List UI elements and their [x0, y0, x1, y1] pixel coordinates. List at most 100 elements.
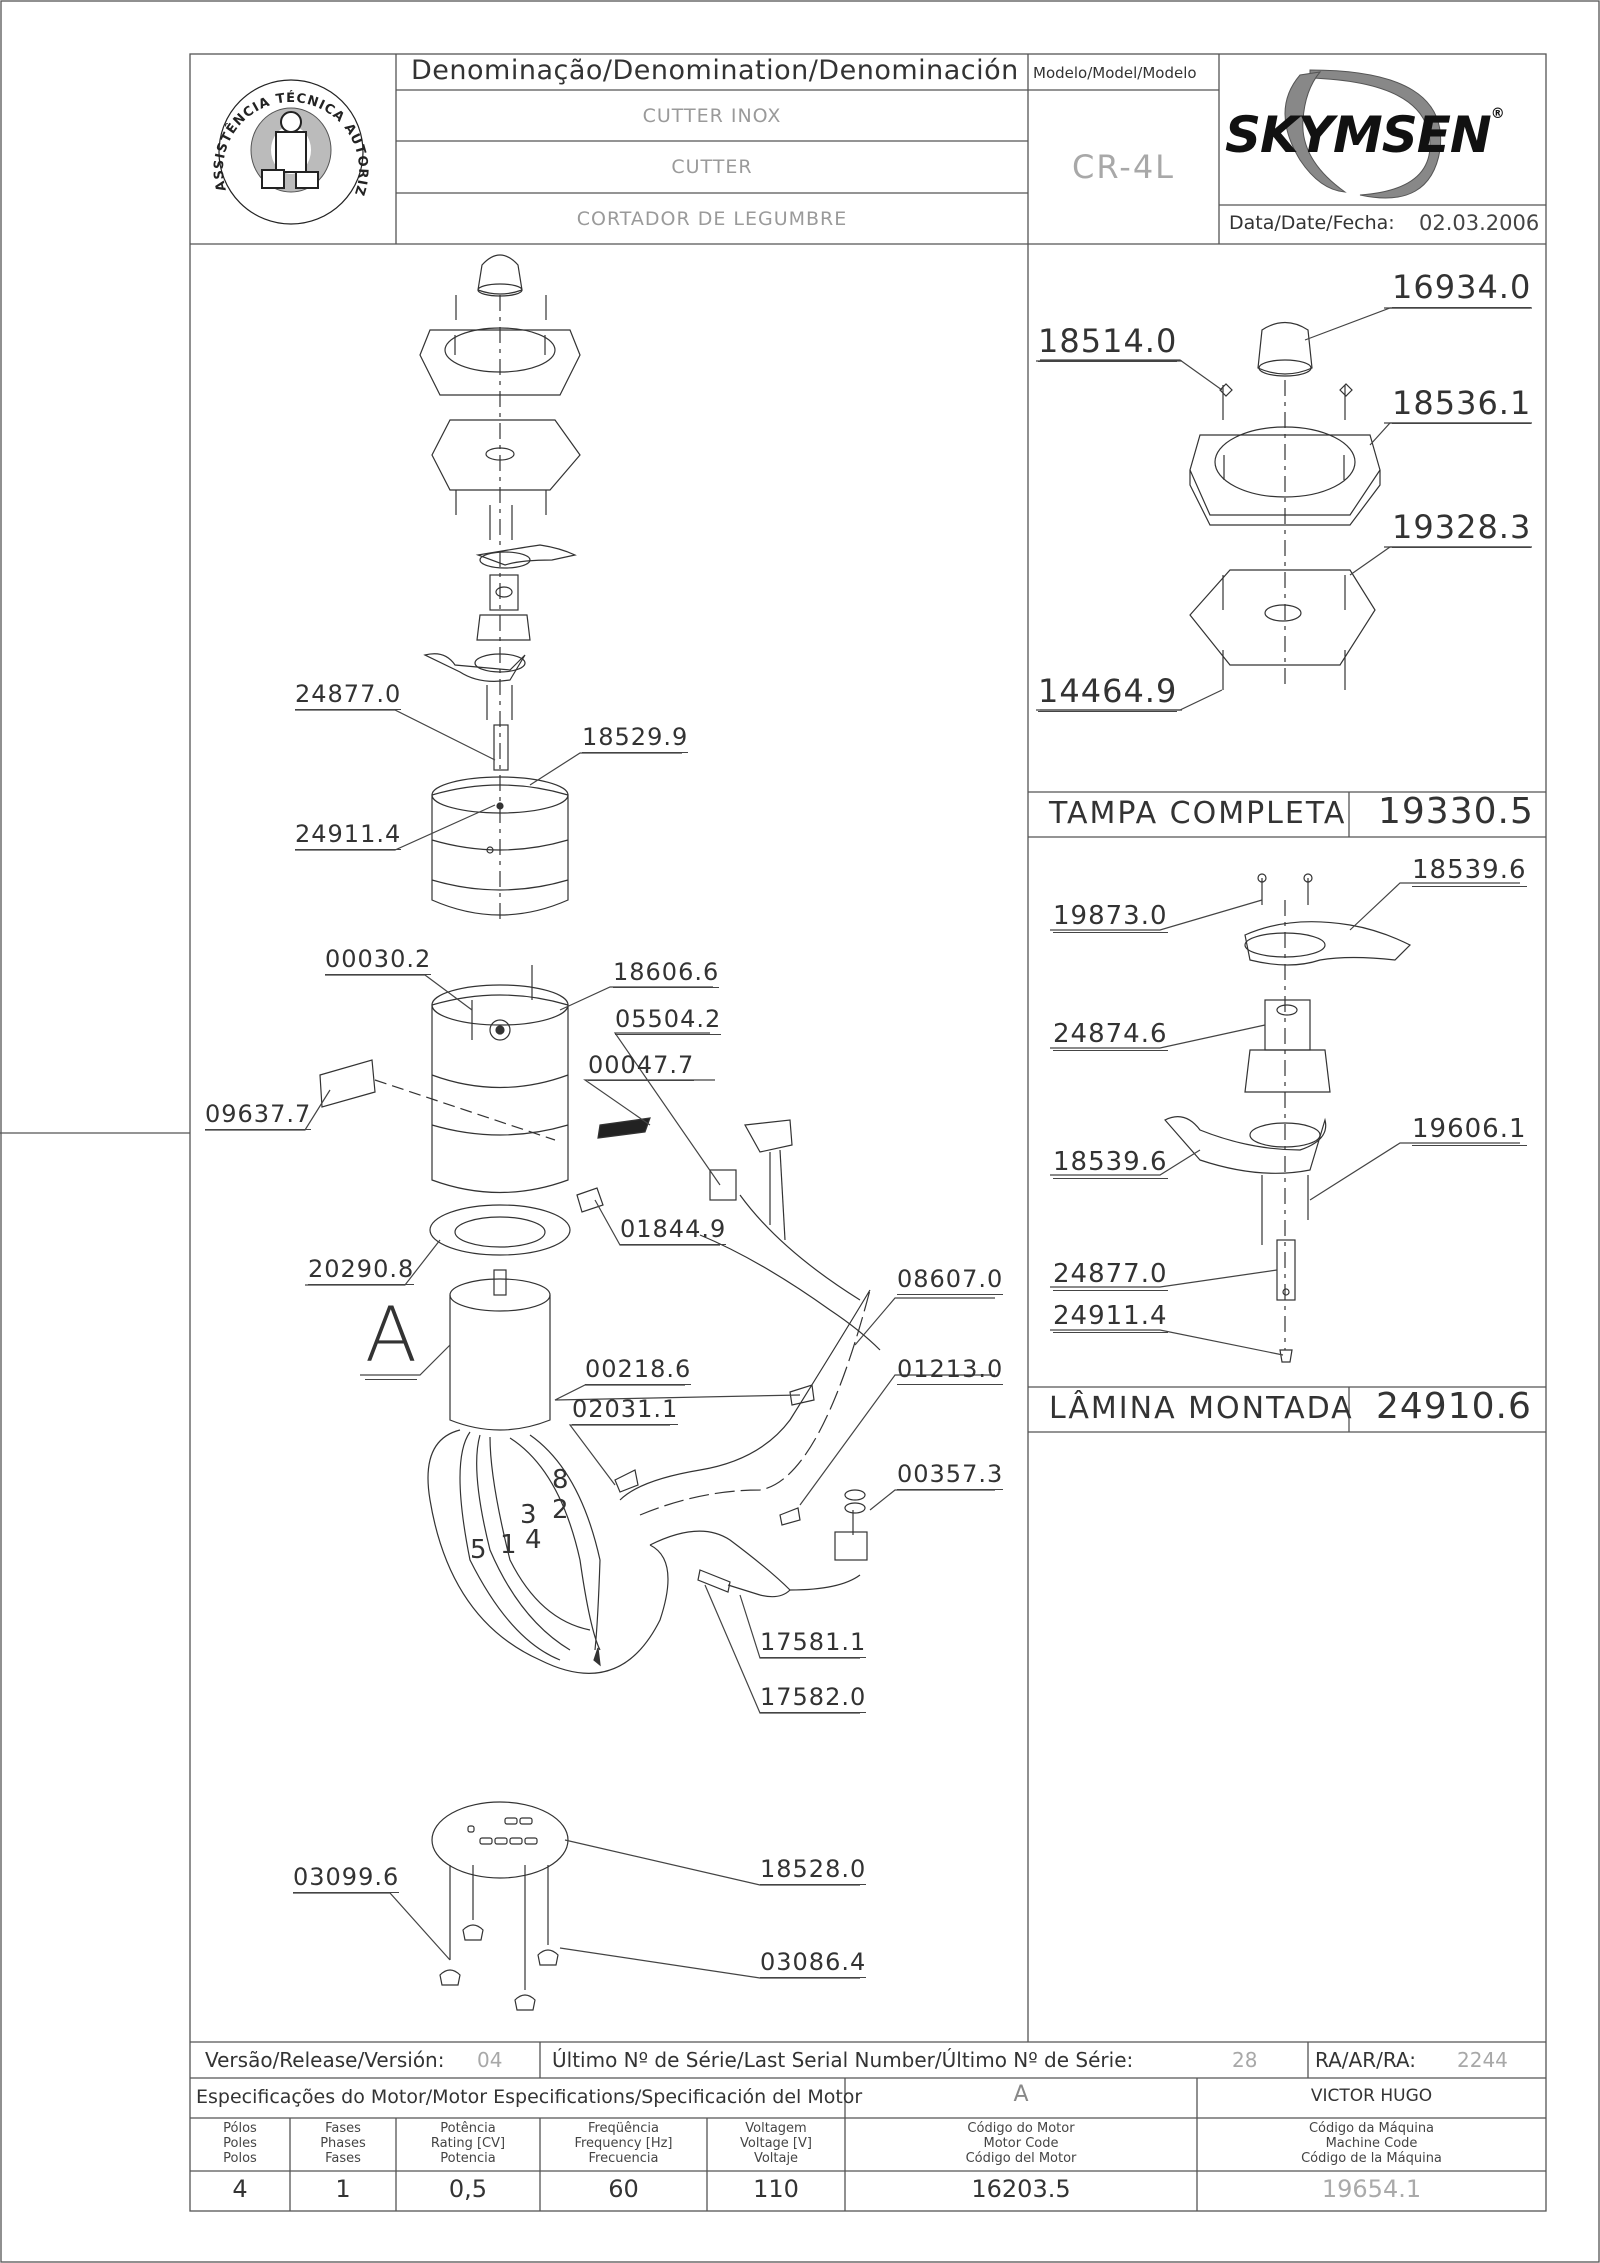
motor-ref-letter: A	[365, 1290, 417, 1380]
spec-header-line: Código da Máquina	[1308, 2121, 1435, 2136]
part-label: 08607.0	[897, 1265, 1004, 1295]
wire-number: 1	[500, 1530, 517, 1560]
product-name-es: CORTADOR DE LEGUMBRE	[576, 208, 848, 230]
skymsen-logo-swoosh	[1284, 69, 1442, 199]
spec-header-line: Voltagem	[745, 2121, 807, 2136]
serial-value: 28	[1232, 2048, 1258, 2072]
product-name-pt: CUTTER INOX	[642, 105, 782, 127]
denomination-label: Denominação/Denomination/Denominación	[411, 55, 1019, 86]
spec-value: 60	[608, 2175, 639, 2203]
ra-value: 2244	[1457, 2048, 1508, 2072]
motor-ref: A	[1013, 2082, 1029, 2107]
spec-header-line: Machine Code	[1325, 2136, 1418, 2151]
part-label: 03099.6	[293, 1863, 400, 1893]
part-label: 19873.0	[1053, 901, 1168, 933]
product-name-en: CUTTER	[671, 156, 753, 178]
part-label: 18529.9	[582, 723, 689, 753]
lid-assembly-title: TAMPA COMPLETA	[1049, 796, 1347, 831]
part-label: 19328.3	[1392, 508, 1532, 548]
spec-value: 19654.1	[1321, 2175, 1422, 2203]
spec-header-line: Voltage [V]	[740, 2136, 812, 2151]
part-label: 18539.6	[1412, 855, 1527, 887]
brand-mark: ®	[1490, 106, 1505, 122]
authorized-service-seal	[218, 79, 364, 225]
part-label: 24877.0	[1053, 1259, 1168, 1291]
part-label: 18539.6	[1053, 1147, 1168, 1179]
wire-number: 3	[520, 1500, 537, 1530]
part-label: 18514.0	[1038, 322, 1178, 362]
part-label: 00357.3	[897, 1460, 1004, 1490]
part-label: 14464.9	[1038, 672, 1178, 712]
main-leaders	[205, 709, 995, 1979]
part-label: 18528.0	[760, 1855, 867, 1885]
part-label: 00218.6	[585, 1355, 692, 1385]
spec-header-line: Código do Motor	[967, 2121, 1075, 2136]
wire-number: 8	[552, 1465, 569, 1495]
spec-header-line: Fases	[325, 2121, 361, 2136]
spec-header-line: Poles	[223, 2136, 257, 2151]
model-label: Modelo/Model/Modelo	[1033, 64, 1197, 82]
svg-text:ASSISTÊNCIA TÉCNICA AUTORIZADA: ASSISTÊNCIA TÉCNICA AUTORIZADA	[0, 0, 370, 198]
seal-text-layer: ASSISTÊNCIA TÉCNICA AUTORIZADA	[0, 0, 370, 198]
version-value: 04	[477, 2048, 503, 2072]
wire-number: 2	[552, 1495, 569, 1525]
main-exploded-view	[319, 254, 881, 2011]
part-label: 03086.4	[760, 1948, 867, 1978]
part-label: 18606.6	[613, 958, 720, 988]
spec-header-line: Freqüência	[587, 2121, 660, 2136]
date-label: Data/Date/Fecha:	[1229, 212, 1395, 234]
part-label: 24911.4	[1053, 1301, 1168, 1333]
part-label: 01844.9	[620, 1215, 727, 1245]
part-label: 19606.1	[1412, 1114, 1527, 1146]
brand-name: SKYMSEN	[1225, 106, 1492, 164]
spec-value: 0,5	[448, 2175, 488, 2203]
part-label: 00030.2	[325, 945, 432, 975]
part-label: 05504.2	[615, 1005, 722, 1035]
spec-header-line: Rating [CV]	[430, 2136, 506, 2151]
wire-number: 4	[525, 1525, 542, 1555]
blade-assembly-title: LÂMINA MONTADA	[1049, 1391, 1354, 1426]
part-label: 16934.0	[1392, 268, 1532, 308]
serial-label: Último Nº de Série/Last Serial Number/Úl…	[552, 2048, 1134, 2072]
seal-text: ASSISTÊNCIA TÉCNICA AUTORIZADA	[0, 0, 369, 198]
version-label: Versão/Release/Versión:	[205, 2048, 445, 2072]
model-value: CR-4L	[1071, 148, 1175, 186]
part-label: 09637.7	[205, 1100, 312, 1130]
blade-assembly-view	[1164, 873, 1412, 1363]
part-label: 17582.0	[760, 1683, 867, 1713]
spec-value: 16203.5	[971, 2175, 1071, 2203]
spec-header-line: Voltaje	[753, 2151, 799, 2166]
spec-header-line: Frequency [Hz]	[574, 2136, 673, 2151]
blade-leaders	[1050, 882, 1520, 1356]
part-label: 01213.0	[897, 1355, 1004, 1385]
blade-assembly-code: 24910.6	[1376, 1386, 1532, 1427]
spec-header-line: Código de la Máquina	[1301, 2151, 1442, 2166]
author-name: VICTOR HUGO	[1310, 2086, 1433, 2106]
brand-logo: SKYMSEN®	[1225, 106, 1505, 164]
spec-header-line: Phases	[320, 2136, 366, 2151]
part-label: 00047.7	[588, 1051, 695, 1081]
part-label: 17581.1	[760, 1628, 867, 1658]
spec-header-line: Potência	[440, 2121, 496, 2136]
date-value: 02.03.2006	[1419, 211, 1540, 235]
spec-header-line: Polos	[223, 2151, 257, 2166]
part-label: 24911.4	[295, 820, 402, 850]
spec-header-line: Frecuencia	[588, 2151, 659, 2166]
spec-value: 4	[232, 2175, 248, 2203]
spec-header-line: Código del Motor	[965, 2151, 1077, 2166]
ra-label: RA/AR/RA:	[1315, 2048, 1416, 2072]
part-label: 24877.0	[295, 680, 402, 710]
part-label: 20290.8	[308, 1255, 415, 1285]
spec-header-line: Potencia	[440, 2151, 496, 2166]
lid-assembly-code: 19330.5	[1378, 791, 1534, 832]
spec-value: 110	[753, 2175, 799, 2203]
part-label: 02031.1	[572, 1395, 679, 1425]
lid-assembly-view	[1189, 321, 1381, 690]
